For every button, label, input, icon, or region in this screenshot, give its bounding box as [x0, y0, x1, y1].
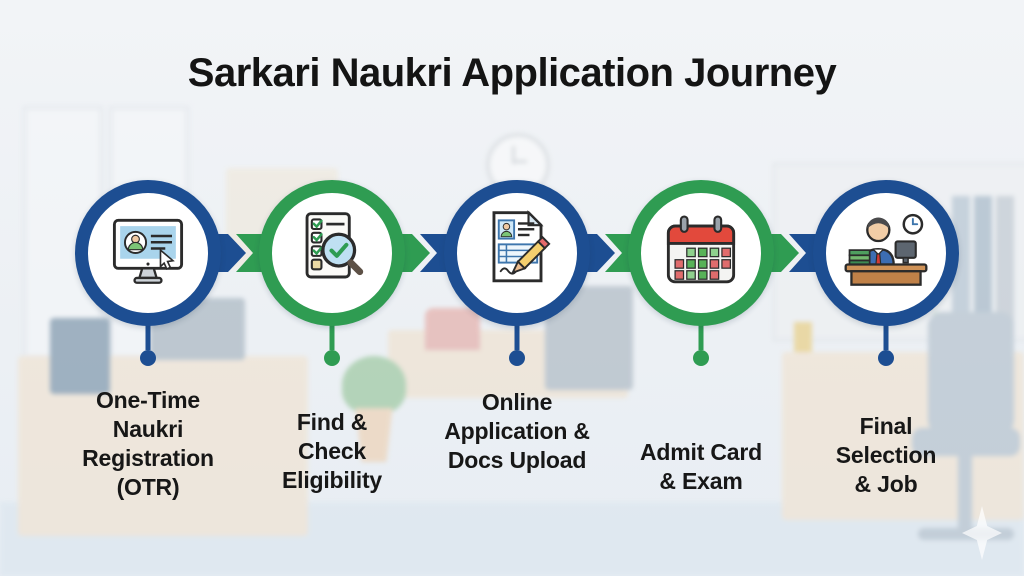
step-label-final-selection: Final Selection & Job	[835, 413, 937, 497]
monitor-otr-icon	[112, 218, 184, 284]
pencil-cup	[794, 322, 812, 352]
exam-calendar-icon	[666, 215, 736, 284]
step-circle-otr	[75, 180, 221, 326]
shelf-folder	[952, 196, 970, 332]
checklist-search-icon	[305, 212, 364, 279]
office-chair	[928, 312, 1014, 434]
shelf-folder	[996, 196, 1014, 332]
step-circle-eligibility	[259, 180, 405, 326]
step-circle-application	[444, 180, 590, 326]
application-form-icon	[492, 210, 551, 283]
step-label-application: Online Application & Docs Upload	[444, 389, 590, 473]
plant-pot	[355, 408, 393, 462]
left-cabinet	[50, 318, 110, 394]
page-title: Sarkari Naukri Application Journey	[187, 50, 837, 95]
step-circle-final-selection	[813, 180, 959, 326]
step-label-eligibility: Find & Check Eligibility	[281, 409, 383, 493]
step-pin	[140, 320, 894, 366]
center-chair	[425, 308, 480, 350]
plant	[342, 356, 406, 414]
clock-hand	[513, 160, 527, 163]
clock-hand	[512, 146, 515, 164]
step-circle-admit-card	[628, 180, 774, 326]
shelf-folder	[974, 196, 992, 332]
selected-candidate-icon	[844, 213, 928, 286]
office-chair	[958, 454, 972, 530]
office-chair	[912, 428, 1020, 456]
step-label-admit-card: Admit Card & Exam	[640, 439, 762, 494]
step-label-otr: One-Time Naukri Registration (OTR)	[82, 387, 214, 500]
